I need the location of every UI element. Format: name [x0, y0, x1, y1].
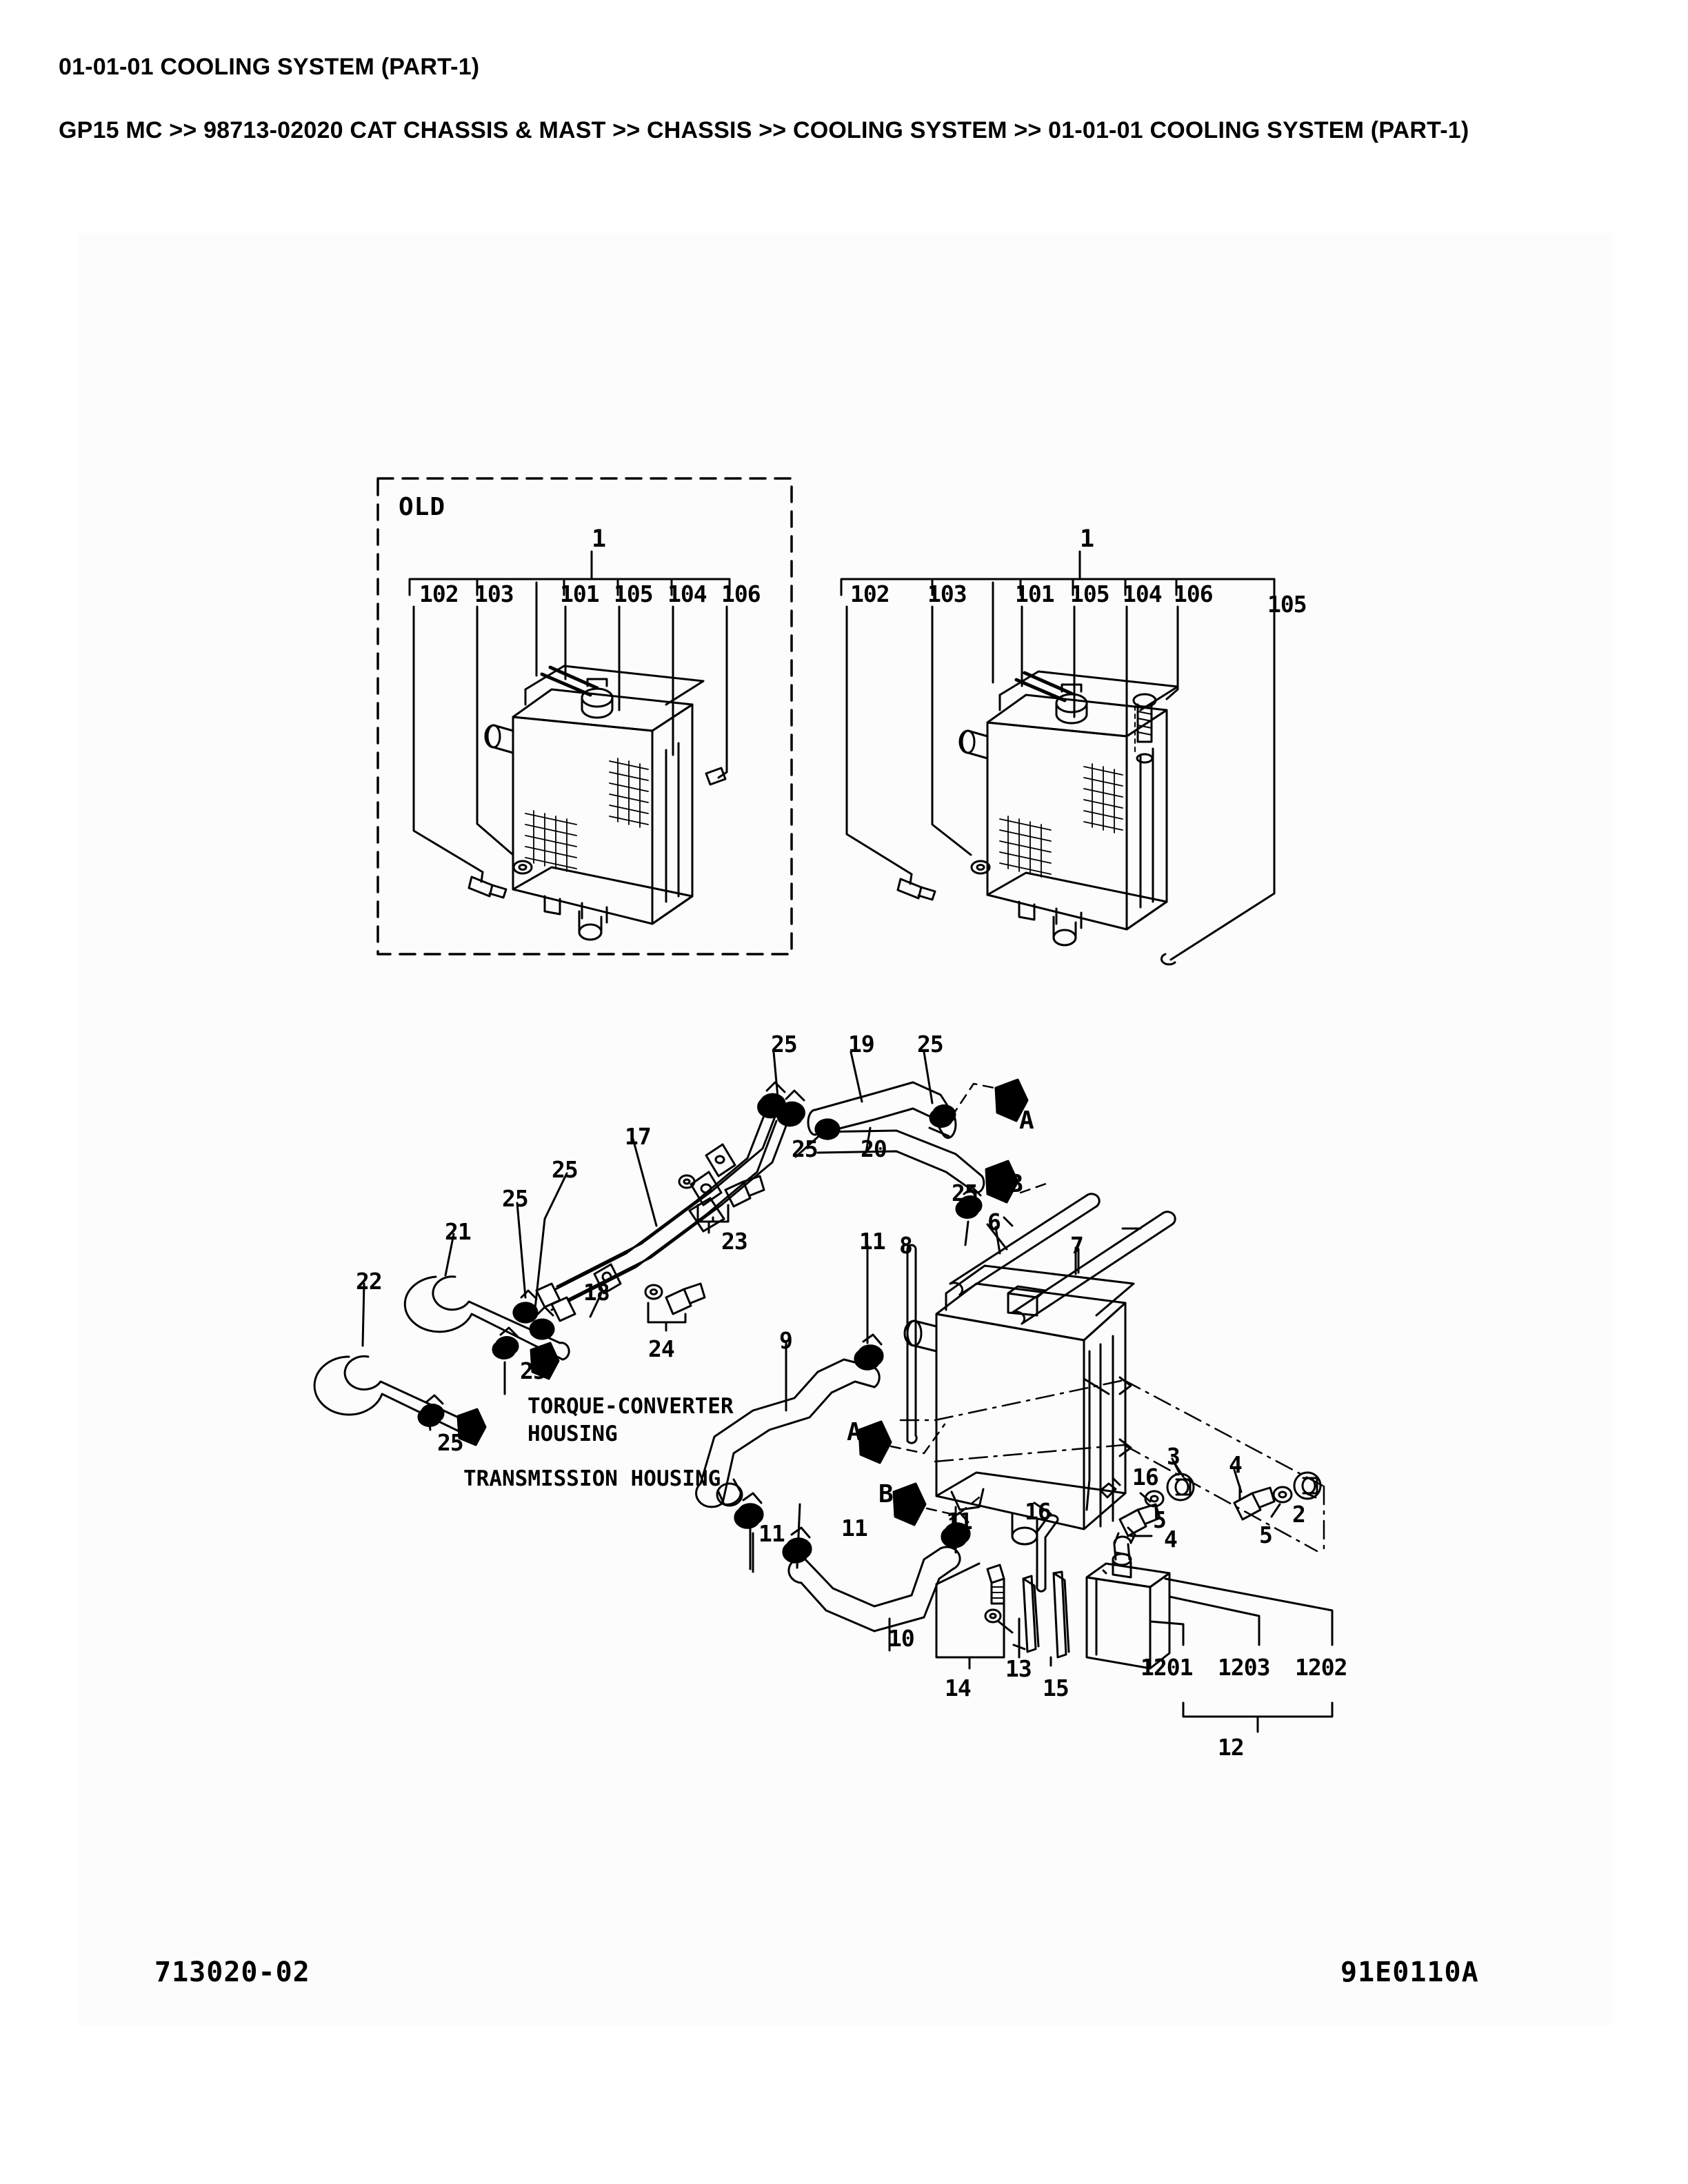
- callout-ref-21-9: 21: [445, 1218, 472, 1245]
- callout-ref-25-14: 25: [520, 1357, 547, 1384]
- callout-ref-25-2: 25: [917, 1031, 944, 1058]
- old-assembly-part-ref-105-3: 105: [614, 580, 654, 607]
- section-marker-a-2: A: [847, 1418, 862, 1446]
- callout-ref-10-32: 10: [888, 1625, 915, 1652]
- callout-ref-4-23: 4: [1229, 1451, 1243, 1478]
- diagram-note-0: TORQUE-CONVERTER: [528, 1394, 734, 1419]
- callout-ref-23-11: 23: [721, 1228, 748, 1255]
- new-assembly-part-ref-105-6: 105: [1267, 591, 1307, 618]
- breadcrumb: GP15 MC >> 98713-02020 CAT CHASSIS & MAS…: [59, 117, 1469, 143]
- diagram-note-2: TRANSMISSION HOUSING: [463, 1466, 721, 1491]
- callout-ref-25-0: 25: [771, 1031, 798, 1058]
- callout-ref-16-22: 16: [1132, 1464, 1159, 1490]
- callout-ref-11-29: 11: [758, 1520, 785, 1547]
- page-title: 01-01-01 COOLING SYSTEM (PART-1): [59, 54, 480, 80]
- callout-ref-25-15: 25: [437, 1429, 464, 1456]
- new-assembly-group-ref: 1: [1080, 525, 1094, 553]
- callout-ref-12-39: 12: [1218, 1734, 1245, 1761]
- callout-ref-9-16: 9: [779, 1327, 793, 1354]
- callout-ref-11-17: 11: [859, 1228, 886, 1255]
- diagram-content-area: [77, 233, 1611, 2025]
- drawing-number: 713020-02: [154, 1957, 310, 1988]
- callout-ref-1201-36: 1201: [1141, 1654, 1193, 1681]
- old-variant-label: OLD: [399, 493, 446, 521]
- new-assembly-part-ref-104-4: 104: [1123, 580, 1163, 607]
- callout-ref-13-34: 13: [1005, 1655, 1032, 1682]
- old-assembly-part-ref-101-2: 101: [560, 580, 600, 607]
- old-assembly-part-ref-103-1: 103: [474, 580, 514, 607]
- callout-ref-24-13: 24: [648, 1335, 675, 1362]
- section-marker-a-0: A: [1019, 1106, 1034, 1135]
- callout-ref-25-7: 25: [552, 1156, 579, 1183]
- callout-ref-25-8: 25: [502, 1185, 529, 1212]
- callout-ref-18-12: 18: [583, 1279, 610, 1306]
- old-assembly-part-ref-106-5: 106: [721, 580, 761, 607]
- callout-ref-25-5: 25: [952, 1180, 978, 1206]
- new-assembly-part-ref-103-1: 103: [927, 580, 967, 607]
- callout-ref-17-6: 17: [625, 1123, 652, 1150]
- callout-ref-8-18: 8: [899, 1232, 913, 1259]
- callout-ref-11-31: 11: [946, 1508, 973, 1535]
- callout-ref-1202-38: 1202: [1295, 1654, 1347, 1681]
- callout-ref-4-27: 4: [1164, 1526, 1178, 1553]
- callout-ref-22-10: 22: [356, 1268, 383, 1295]
- callout-ref-20-4: 20: [861, 1135, 887, 1162]
- callout-ref-6-19: 6: [987, 1209, 1001, 1235]
- new-assembly-part-ref-101-2: 101: [1015, 580, 1055, 607]
- old-assembly-part-ref-102-0: 102: [419, 580, 459, 607]
- new-assembly-part-ref-102-0: 102: [850, 580, 890, 607]
- new-assembly-part-ref-106-5: 106: [1174, 580, 1214, 607]
- diagram-note-1: HOUSING: [528, 1422, 618, 1446]
- callout-ref-3-21: 3: [1167, 1443, 1180, 1470]
- new-assembly-part-ref-105-3: 105: [1070, 580, 1110, 607]
- callout-ref-7-20: 7: [1070, 1232, 1084, 1259]
- sheet-code: 91E0110A: [1340, 1957, 1479, 1988]
- callout-ref-25-3: 25: [792, 1135, 818, 1162]
- callout-ref-11-30: 11: [841, 1515, 868, 1541]
- callout-ref-16-28: 16: [1025, 1498, 1052, 1525]
- callout-ref-19-1: 19: [848, 1031, 875, 1058]
- callout-ref-2-26: 2: [1292, 1501, 1306, 1528]
- section-marker-b-3: B: [878, 1480, 894, 1508]
- old-assembly-group-ref: 1: [592, 525, 606, 553]
- callout-ref-5-24: 5: [1153, 1506, 1167, 1533]
- section-marker-b-1: B: [1008, 1170, 1023, 1198]
- callout-ref-15-35: 15: [1043, 1675, 1069, 1701]
- callout-ref-5-25: 5: [1259, 1521, 1273, 1548]
- callout-ref-14-33: 14: [945, 1675, 972, 1701]
- callout-ref-1203-37: 1203: [1218, 1654, 1270, 1681]
- old-assembly-part-ref-104-4: 104: [667, 580, 707, 607]
